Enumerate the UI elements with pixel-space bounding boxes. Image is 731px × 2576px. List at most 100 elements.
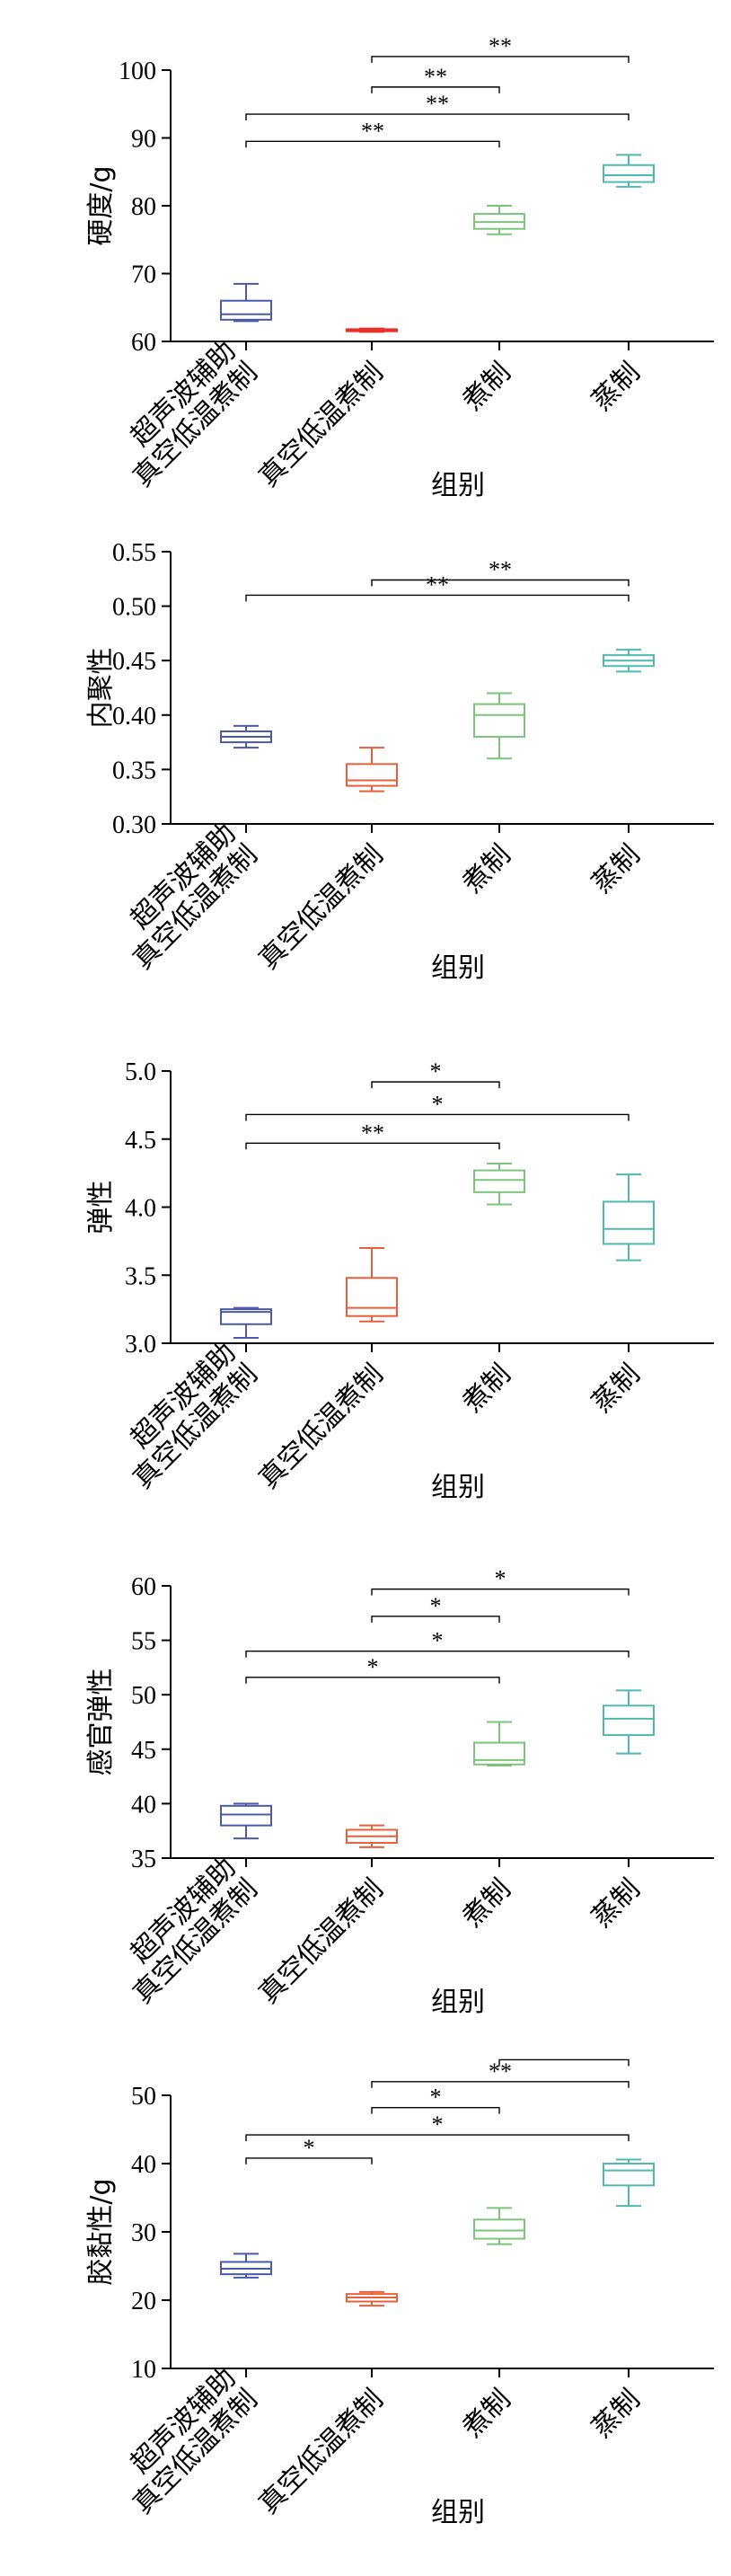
significance-label: *	[432, 2111, 444, 2138]
significance-bracket: **	[245, 571, 630, 602]
x-category-line: 煮制	[456, 357, 516, 417]
y-tick-label: 45	[131, 1737, 156, 1765]
significance-bracket: *	[245, 1654, 500, 1684]
x-category-line: 真空低温煮制	[253, 839, 390, 976]
box-plot-4: 354045505560感官弹性超声波辅助真空低温煮制真空低温煮制煮制蒸制组别*…	[85, 1566, 714, 2018]
bracket-line	[245, 1113, 630, 1121]
y-tick-label: 90	[131, 126, 156, 154]
y-tick-label: 5.0	[125, 1058, 156, 1086]
iqr-box	[220, 1804, 272, 1827]
box-1	[220, 2253, 272, 2279]
y-tick-label: 50	[131, 2083, 156, 2111]
y-tick-label: 60	[131, 329, 156, 357]
bracket-line	[245, 1142, 500, 1150]
y-axis-title: 硬度/g	[85, 165, 117, 245]
x-category-label: 煮制	[456, 839, 516, 899]
y-tick-label: 3.5	[125, 1262, 156, 1290]
y-tick-label: 100	[119, 58, 156, 85]
x-category-label: 蒸制	[586, 1873, 646, 1934]
bracket-line	[245, 594, 630, 602]
significance-label: **	[361, 1120, 384, 1146]
iqr-box	[603, 2163, 655, 2187]
bracket-line	[245, 1677, 500, 1684]
x-category-label: 煮制	[456, 357, 516, 417]
box-4	[603, 1689, 655, 1755]
box-1	[220, 282, 272, 323]
iqr-box	[603, 1200, 655, 1245]
box-4	[603, 1173, 655, 1261]
bracket-line	[371, 1588, 630, 1596]
bracket-line	[371, 1616, 500, 1623]
significance-label: *	[304, 2135, 315, 2161]
x-category-line: 煮制	[456, 1359, 516, 1419]
significance-bracket: **	[245, 1120, 500, 1150]
y-tick-label: 0.30	[112, 811, 156, 839]
significance-label: *	[495, 1566, 506, 1592]
significance-label: **	[426, 571, 449, 598]
y-tick-label: 35	[131, 1846, 156, 1873]
box-3	[473, 205, 525, 235]
significance-label: **	[489, 557, 512, 583]
iqr-box	[220, 299, 272, 321]
box-1	[220, 724, 272, 749]
bracket-line	[371, 56, 630, 63]
box-plot-2: 0.300.350.400.450.500.55内聚性超声波辅助真空低温煮制真空…	[85, 539, 714, 984]
x-category-line: 煮制	[456, 839, 516, 899]
box-1	[220, 1306, 272, 1339]
y-tick-label: 80	[131, 193, 156, 221]
y-tick-label: 0.40	[112, 703, 156, 730]
x-axis-title: 组别	[431, 470, 485, 501]
significance-label: **	[426, 91, 449, 117]
iqr-box	[473, 1741, 525, 1766]
bracket-line	[371, 86, 500, 93]
y-axis-title: 感官弹性	[85, 1669, 117, 1776]
y-tick-label: 55	[131, 1628, 156, 1656]
box-4	[603, 649, 655, 673]
significance-bracket: *	[371, 2085, 500, 2114]
x-category-line: 蒸制	[586, 839, 646, 899]
box-2	[346, 1246, 398, 1323]
iqr-box	[220, 1308, 272, 1325]
x-axis-title: 组别	[431, 952, 485, 984]
y-tick-label: 70	[131, 261, 156, 289]
x-category-label: 煮制	[456, 1359, 516, 1419]
significance-bracket: *	[245, 2135, 373, 2164]
iqr-box	[603, 1704, 655, 1737]
significance-label: *	[432, 1091, 444, 1117]
y-axis-title: 内聚性	[85, 648, 117, 729]
y-tick-label: 0.55	[112, 539, 156, 567]
significance-label: *	[432, 1628, 444, 1654]
x-category-line: 真空低温煮制	[253, 1359, 390, 1495]
y-tick-label: 3.0	[125, 1331, 156, 1359]
bracket-line	[245, 2157, 373, 2164]
x-category-label: 真空低温煮制	[253, 1873, 390, 2010]
bracket-line	[245, 2134, 630, 2142]
y-tick-label: 0.45	[112, 648, 156, 676]
significance-bracket: *	[498, 2058, 630, 2067]
x-axis-title: 组别	[431, 2497, 485, 2528]
iqr-box	[473, 1169, 525, 1193]
significance-label: *	[559, 2058, 570, 2062]
box-3	[473, 692, 525, 760]
significance-bracket: **	[245, 91, 630, 121]
significance-bracket: *	[245, 1628, 630, 1658]
x-category-line: 真空低温煮制	[253, 357, 390, 493]
x-category-line: 蒸制	[586, 357, 646, 417]
box-3	[473, 1721, 525, 1766]
y-axis-title: 胶黏性/g	[85, 2178, 117, 2285]
x-category-line: 煮制	[456, 1873, 516, 1934]
significance-label: **	[489, 33, 512, 59]
y-tick-label: 4.0	[125, 1195, 156, 1223]
y-tick-label: 50	[131, 1682, 156, 1710]
bracket-line	[245, 113, 630, 121]
y-tick-label: 30	[131, 2219, 156, 2247]
bracket-line	[245, 1651, 630, 1658]
